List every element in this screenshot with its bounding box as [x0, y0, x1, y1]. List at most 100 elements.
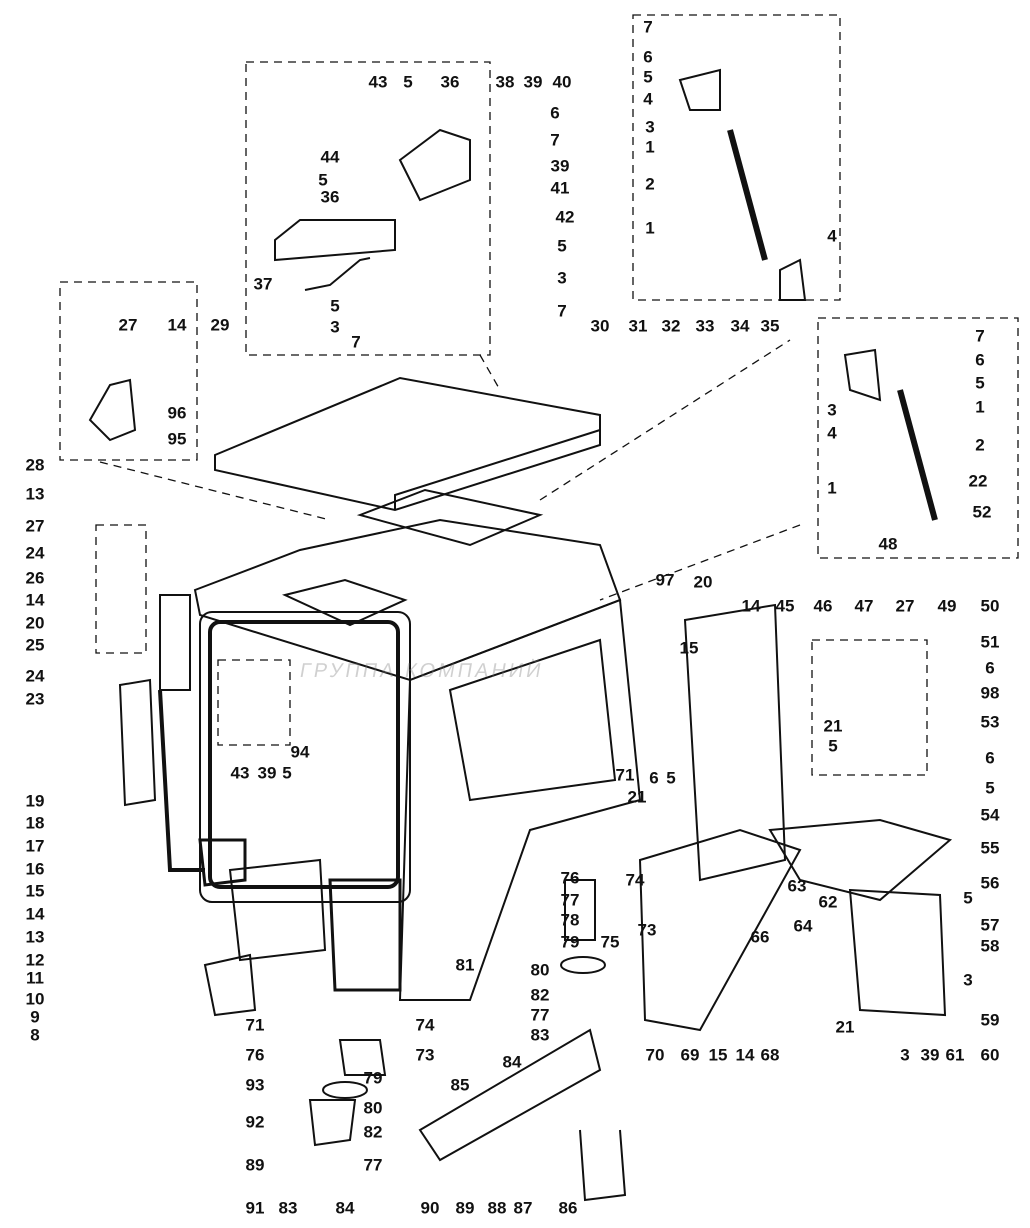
- side-mount: [564, 879, 596, 941]
- cab-side-frame: [398, 598, 642, 1001]
- latch-detail-box: [811, 639, 928, 776]
- part-number-label: 96: [167, 403, 187, 423]
- part-number-label: 5: [330, 296, 340, 316]
- part-number-label: 36: [440, 72, 460, 92]
- mudguard: [848, 888, 947, 1017]
- side-rubber-mount: [560, 956, 606, 974]
- part-number-label: 21: [835, 1017, 855, 1037]
- fender: [638, 828, 802, 1032]
- part-number-label: 54: [980, 805, 1000, 825]
- part-number-label: 35: [760, 316, 780, 336]
- hatch-cover: [274, 219, 396, 262]
- part-number-label: 14: [741, 596, 761, 616]
- side-door-glass: [683, 603, 787, 882]
- part-number-label: 7: [975, 326, 985, 346]
- gas-strut-top: [727, 129, 768, 261]
- part-number-label: 15: [25, 881, 45, 901]
- part-number-label: 11: [26, 968, 44, 988]
- part-number-label: 80: [530, 960, 550, 980]
- lower-front-window: [198, 838, 247, 887]
- part-number-label: 3: [557, 268, 567, 288]
- part-number-label: 2: [645, 174, 655, 194]
- part-number-label: 3: [900, 1045, 910, 1065]
- part-number-label: 3: [963, 970, 973, 990]
- rear-fender: [768, 818, 953, 902]
- part-number-label: 5: [403, 72, 413, 92]
- mount-support: [308, 1099, 357, 1147]
- part-number-label: 43: [368, 72, 388, 92]
- u-bolt: [579, 1129, 627, 1202]
- part-number-label: 23: [25, 689, 45, 709]
- part-number-label: 77: [363, 1155, 383, 1175]
- part-number-label: 29: [210, 315, 230, 335]
- part-number-label: 13: [25, 927, 45, 947]
- part-number-label: 84: [335, 1198, 355, 1218]
- part-number-label: 60: [980, 1045, 1000, 1065]
- part-number-label: 30: [590, 316, 610, 336]
- part-number-label: 73: [415, 1045, 435, 1065]
- part-number-label: 7: [643, 17, 653, 37]
- watermark-text: ГРУППА КОМПАНИЙ: [298, 660, 546, 682]
- part-number-label: 28: [25, 455, 45, 475]
- part-number-label: 64: [793, 916, 813, 936]
- part-number-label: 98: [980, 683, 1000, 703]
- part-number-label: 14: [167, 315, 187, 335]
- part-number-label: 3: [827, 400, 837, 420]
- part-number-label: 19: [25, 791, 45, 811]
- part-number-label: 25: [25, 635, 45, 655]
- part-number-label: 5: [318, 170, 328, 190]
- part-number-label: 5: [557, 236, 567, 256]
- part-number-label: 45: [775, 596, 795, 616]
- part-number-label: 2: [975, 435, 985, 455]
- rubber-mount: [322, 1081, 368, 1099]
- part-number-label: 39: [550, 156, 570, 176]
- part-number-label: 44: [320, 147, 340, 167]
- part-number-label: 87: [513, 1198, 533, 1218]
- mirror-mount-box: [95, 524, 147, 654]
- part-number-label: 86: [558, 1198, 578, 1218]
- part-number-label: 77: [560, 890, 580, 910]
- part-number-label: 27: [895, 596, 915, 616]
- part-number-label: 7: [351, 332, 361, 352]
- part-number-label: 4: [827, 226, 837, 246]
- part-number-label: 79: [560, 932, 580, 952]
- part-number-label: 76: [560, 868, 580, 888]
- rear-mount-bracket: [338, 1039, 387, 1076]
- roof-seal: [356, 488, 544, 547]
- part-number-label: 15: [708, 1045, 728, 1065]
- part-number-label: 74: [415, 1015, 435, 1035]
- part-number-label: 18: [25, 813, 45, 833]
- part-number-label: 41: [550, 178, 570, 198]
- part-number-label: 38: [495, 72, 515, 92]
- part-number-label: 49: [937, 596, 957, 616]
- part-number-label: 89: [245, 1155, 265, 1175]
- part-number-label: 24: [25, 666, 45, 686]
- part-number-label: 3: [645, 117, 655, 137]
- part-number-label: 1: [827, 478, 837, 498]
- part-number-label: 1: [975, 397, 985, 417]
- part-number-label: 39: [523, 72, 543, 92]
- part-number-label: 91: [245, 1198, 265, 1218]
- front-mount-bracket: [203, 953, 257, 1017]
- windshield-seal: [208, 620, 400, 889]
- part-number-label: 84: [502, 1052, 522, 1072]
- hatch-rod: [304, 257, 371, 291]
- part-number-label: 83: [530, 1025, 550, 1045]
- part-number-label: 21: [627, 787, 647, 807]
- part-number-label: 21: [823, 716, 843, 736]
- part-number-label: 90: [420, 1198, 440, 1218]
- part-number-label: 17: [25, 836, 45, 856]
- part-number-label: 5: [666, 768, 676, 788]
- part-number-label: 6: [643, 47, 653, 67]
- part-number-label: 42: [555, 207, 575, 227]
- part-number-label: 24: [25, 543, 45, 563]
- part-number-label: 5: [828, 736, 838, 756]
- part-number-label: 5: [985, 778, 995, 798]
- part-number-label: 88: [487, 1198, 507, 1218]
- part-number-label: 10: [25, 989, 45, 1009]
- dashboard-panel: [228, 858, 327, 962]
- part-number-label: 83: [278, 1198, 298, 1218]
- part-number-label: 46: [813, 596, 833, 616]
- part-number-label: 77: [530, 1005, 550, 1025]
